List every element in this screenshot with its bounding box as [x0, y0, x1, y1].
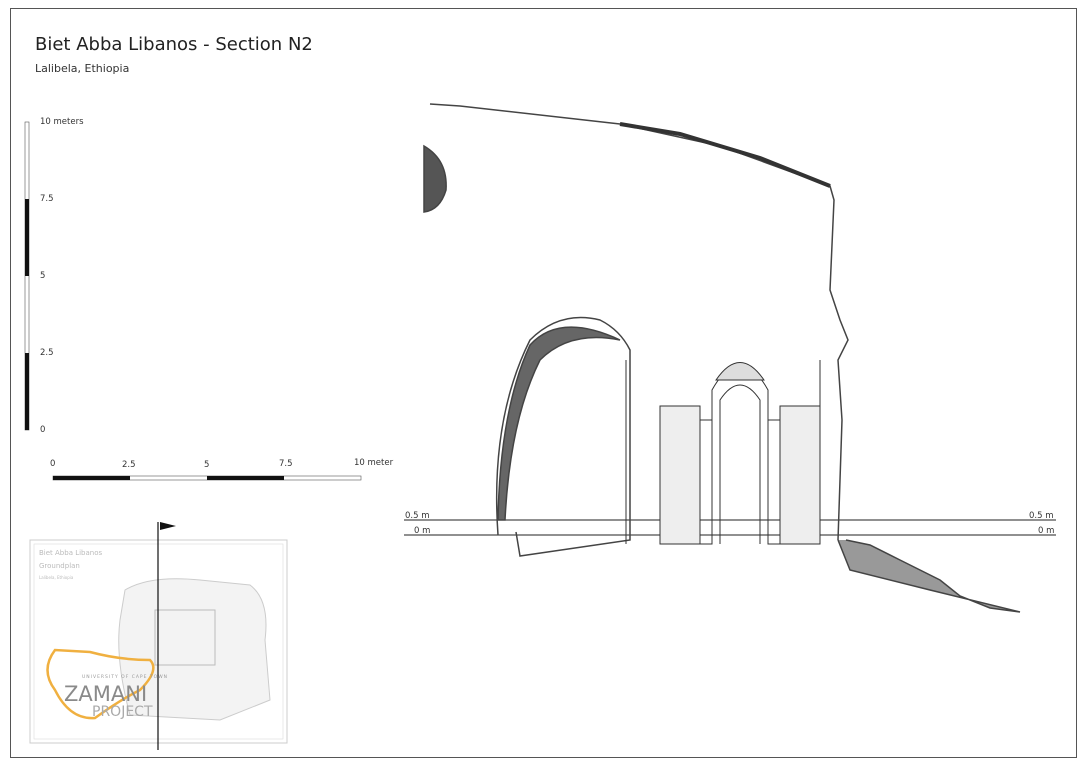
vscale-label-0: 0: [40, 425, 46, 435]
church-facade: [625, 360, 821, 545]
vscale-label-2.5: 2.5: [40, 348, 54, 358]
vertical-scale-bar: [24, 121, 30, 431]
logo-zamani: ZAMANI: [64, 682, 148, 706]
inset-subtitle: Groundplan: [39, 562, 80, 570]
level-label-0.5m-left: 0.5 m: [405, 511, 430, 521]
vscale-label-7.5: 7.5: [40, 194, 54, 204]
sheet-border: [10, 8, 1077, 758]
hscale-label-0: 0: [50, 459, 56, 469]
hscale-label-10: 10 meter: [354, 458, 394, 468]
page-subtitle: Lalibela, Ethiopia: [35, 62, 130, 75]
zamani-logo-africa-icon: [46, 648, 155, 720]
vscale-label-10: 10 meters: [40, 117, 84, 127]
level-label-0.5m-right: 0.5 m: [1029, 511, 1054, 521]
inset-location: Lalibela, Ethiopia: [39, 575, 74, 580]
hscale-label-5: 5: [204, 460, 210, 470]
horizontal-scale-bar: [52, 475, 362, 481]
hscale-label-2.5: 2.5: [122, 460, 136, 470]
page-title: Biet Abba Libanos - Section N2: [35, 34, 313, 55]
groundplan-inset: [29, 522, 288, 750]
level-label-0m-right: 0 m: [1038, 526, 1055, 536]
north-flag-icon: [160, 522, 176, 530]
inset-title: Biet Abba Libanos: [39, 549, 103, 557]
hscale-label-7.5: 7.5: [279, 459, 293, 469]
rock-section: [423, 103, 1021, 613]
logo-project: PROJECT: [92, 704, 153, 720]
logo-university: UNIVERSITY OF CAPE TOWN: [82, 675, 169, 680]
vscale-label-5: 5: [40, 271, 46, 281]
level-label-0m-left: 0 m: [414, 526, 431, 536]
